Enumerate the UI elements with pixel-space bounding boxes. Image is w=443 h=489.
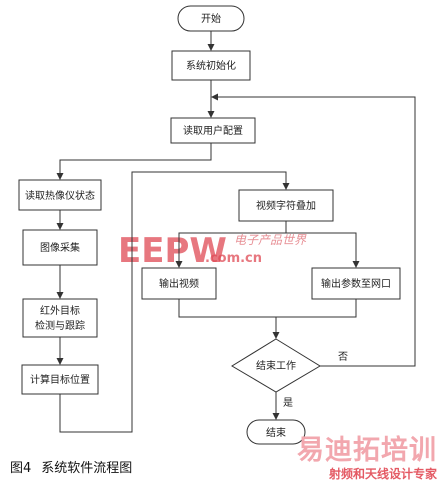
edge-calc-overlay-arrow xyxy=(282,183,290,190)
node-init: 系统初始化 xyxy=(171,50,251,81)
node-output-video: 输出视频 xyxy=(141,267,217,300)
edge-decision-no-arrow xyxy=(211,93,218,101)
node-capture: 图像采集 xyxy=(22,229,98,266)
edge-decision-no-loop xyxy=(215,96,416,367)
watermark-tagline: 电子产品世界 xyxy=(234,233,307,247)
node-decision: 结束工作 xyxy=(231,338,321,393)
edge-overlay-video-arrow xyxy=(175,261,183,268)
node-read-config-label: 读取用户配置 xyxy=(183,124,243,137)
node-output-video-shape xyxy=(141,267,217,300)
node-ir-target: 红外目标 检测与跟踪 xyxy=(22,298,98,338)
brand-name: 易迪拓培训 xyxy=(297,435,437,466)
node-output-video-label: 输出视频 xyxy=(159,277,199,290)
edge-overlay-params xyxy=(286,232,357,264)
node-ir-target-label-2: 检测与跟踪 xyxy=(35,319,85,332)
edge-outputs-merge xyxy=(178,299,357,318)
flowchart-diagram: EEPW .com.cn 电子产品世界 xyxy=(18,5,416,445)
node-overlay-shape xyxy=(238,189,334,222)
flow-nodes: 开始 系统初始化 读取用户配置 读取热像仪状态 图像采集 红外目标 检测与 xyxy=(18,5,401,445)
figure-title: 系统软件流程图 xyxy=(41,461,133,476)
edge-overlay-params-arrow xyxy=(352,261,360,268)
node-start-shape xyxy=(177,5,245,32)
node-calc-pos: 计算目标位置 xyxy=(21,364,99,395)
flow-edges xyxy=(56,31,416,433)
node-init-shape xyxy=(171,50,251,81)
brand-tagline: 射频和天线设计专家 xyxy=(328,467,437,481)
node-output-params-label: 输出参数至网口 xyxy=(321,277,391,290)
node-ir-target-shape xyxy=(22,298,98,338)
node-end: 结束 xyxy=(246,419,306,445)
node-read-thermal-shape xyxy=(18,179,102,211)
node-calc-pos-label: 计算目标位置 xyxy=(30,373,90,386)
node-start: 开始 xyxy=(177,5,245,32)
node-calc-pos-shape xyxy=(21,364,99,395)
edge-capture-ir-arrow xyxy=(56,292,64,299)
edge-ir-calc-arrow xyxy=(56,358,64,365)
node-capture-shape xyxy=(22,229,98,266)
node-read-thermal-label: 读取热像仪状态 xyxy=(25,189,95,202)
node-read-thermal: 读取热像仪状态 xyxy=(18,179,102,211)
edge-decision-yes-arrow xyxy=(272,413,280,420)
edge-calc-overlay xyxy=(59,171,287,433)
node-ir-target-label-1: 红外目标 xyxy=(40,304,80,317)
watermark-domain: .com.cn xyxy=(205,251,262,266)
node-read-config: 读取用户配置 xyxy=(170,117,256,144)
edge-label-no: 否 xyxy=(338,351,348,363)
eepw-watermark: EEPW .com.cn 电子产品世界 xyxy=(118,231,307,271)
node-overlay: 视频字符叠加 xyxy=(238,189,334,222)
node-decision-shape xyxy=(231,338,321,393)
edge-config-thermal xyxy=(59,143,212,176)
node-output-params-shape xyxy=(311,267,401,300)
brand-watermark: 易迪拓培训 射频和天线设计专家 xyxy=(297,436,437,482)
figure-number: 图4 xyxy=(10,461,32,476)
node-init-label: 系统初始化 xyxy=(186,59,236,72)
edge-init-config-arrow xyxy=(207,111,215,118)
node-output-params: 输出参数至网口 xyxy=(311,267,401,300)
edge-start-init-arrow xyxy=(207,44,215,51)
edge-label-yes: 是 xyxy=(283,397,293,409)
figure-caption: 图4 系统软件流程图 xyxy=(10,457,132,476)
node-capture-label: 图像采集 xyxy=(40,241,80,254)
edge-thermal-capture-arrow xyxy=(56,223,64,230)
node-end-label: 结束 xyxy=(266,426,286,439)
edge-overlay-video xyxy=(178,221,287,264)
node-overlay-label: 视频字符叠加 xyxy=(256,199,316,212)
node-end-shape xyxy=(246,419,306,445)
edge-merge-decision-arrow xyxy=(272,332,280,339)
node-read-config-shape xyxy=(170,117,256,144)
node-start-label: 开始 xyxy=(201,12,221,25)
node-decision-label: 结束工作 xyxy=(256,359,296,372)
edge-config-thermal-arrow xyxy=(56,173,64,180)
watermark-logo: EEPW xyxy=(118,231,227,271)
